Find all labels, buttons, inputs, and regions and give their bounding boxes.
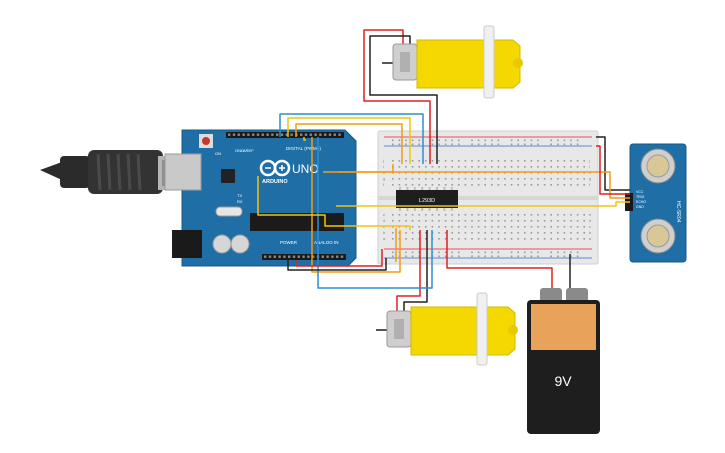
wire-red	[295, 249, 383, 267]
analog-label: ANALOG IN	[314, 240, 339, 245]
wire-blue	[317, 137, 433, 289]
on-label: ON	[215, 151, 221, 156]
power-jack	[172, 230, 202, 258]
gnd-label: GND	[235, 148, 244, 153]
wire-black	[287, 258, 387, 271]
breadboard-row-letter: a	[383, 236, 386, 241]
usb-jack	[164, 153, 202, 191]
wire-orange	[295, 123, 403, 164]
breadboard-row-letter: b	[589, 230, 592, 235]
dc-motor-bottom	[376, 292, 518, 366]
breadboard-row-letter: c	[589, 224, 591, 229]
breadboard-row-letter: e	[383, 212, 386, 217]
crystal	[215, 206, 243, 217]
wire-black	[596, 136, 630, 191]
chip-label: L293D	[419, 198, 435, 204]
wire-yellow	[336, 201, 630, 207]
wire-red	[446, 230, 553, 290]
usb-chip	[221, 169, 235, 183]
sensor-label: HC-SR04	[675, 201, 681, 223]
power-label: POWER	[280, 240, 298, 245]
battery-terminal	[540, 288, 562, 302]
wire-red	[396, 230, 421, 311]
capacitor	[212, 234, 232, 254]
wire-black	[369, 35, 438, 164]
tx-label: TX	[237, 193, 242, 198]
arduino-logo-icon	[259, 159, 291, 177]
atmega-chip	[250, 213, 344, 231]
digital-header	[226, 132, 344, 138]
battery-label: 9V	[554, 373, 572, 389]
sensor-pin-label: VCC	[636, 190, 644, 194]
l293d-chip: L293D	[396, 187, 458, 211]
wire-yellow	[303, 137, 306, 141]
digital-label: DIGITAL (PWM~)	[286, 146, 321, 151]
model-label: UNO	[292, 162, 319, 176]
breadboard-row-letter: a	[589, 236, 592, 241]
wire-orange	[338, 171, 630, 199]
breadboard-row-letter: d	[383, 218, 385, 223]
breadboard-row-letter: f	[589, 182, 591, 187]
wire-black	[403, 230, 428, 311]
breadboard-row-letter: g	[383, 176, 385, 181]
breadboard-row-letter: i	[383, 164, 384, 169]
breadboard-row-letter: d	[589, 218, 591, 223]
logo-text: ARDUINO	[262, 179, 288, 185]
rx-label: RX	[237, 199, 243, 204]
dc-motor-top	[382, 25, 523, 99]
wire-blue	[279, 113, 424, 164]
9v-battery: 9V	[527, 288, 600, 434]
breadboard-row-letter: j	[588, 158, 590, 163]
arduino-uno-board: UNO ARDUINO DIGITAL (PWM~) POWER ANALOG …	[164, 129, 357, 267]
wire-red	[596, 145, 630, 195]
wire-red	[363, 29, 431, 164]
aref-label: AREF	[243, 148, 254, 153]
breadboard-row-letter: i	[589, 164, 590, 169]
wire-orange	[311, 137, 401, 273]
sensor-pin-label: GND	[636, 205, 644, 209]
battery-terminal	[566, 288, 588, 302]
wire-yellow	[257, 176, 411, 230]
capacitor	[230, 234, 250, 254]
wire-yellow	[287, 117, 411, 164]
breadboard-row-letter: f	[383, 182, 385, 187]
breadboard-row-letter: j	[382, 158, 384, 163]
sensor-pin-label: TRIG	[636, 195, 645, 199]
wires	[257, 29, 630, 311]
breadboard-row-letter: g	[589, 176, 591, 181]
breadboard-row-letter: e	[589, 212, 592, 217]
sensor-pin-label: ECHO	[636, 200, 646, 204]
breadboard-row-letter: b	[383, 230, 386, 235]
